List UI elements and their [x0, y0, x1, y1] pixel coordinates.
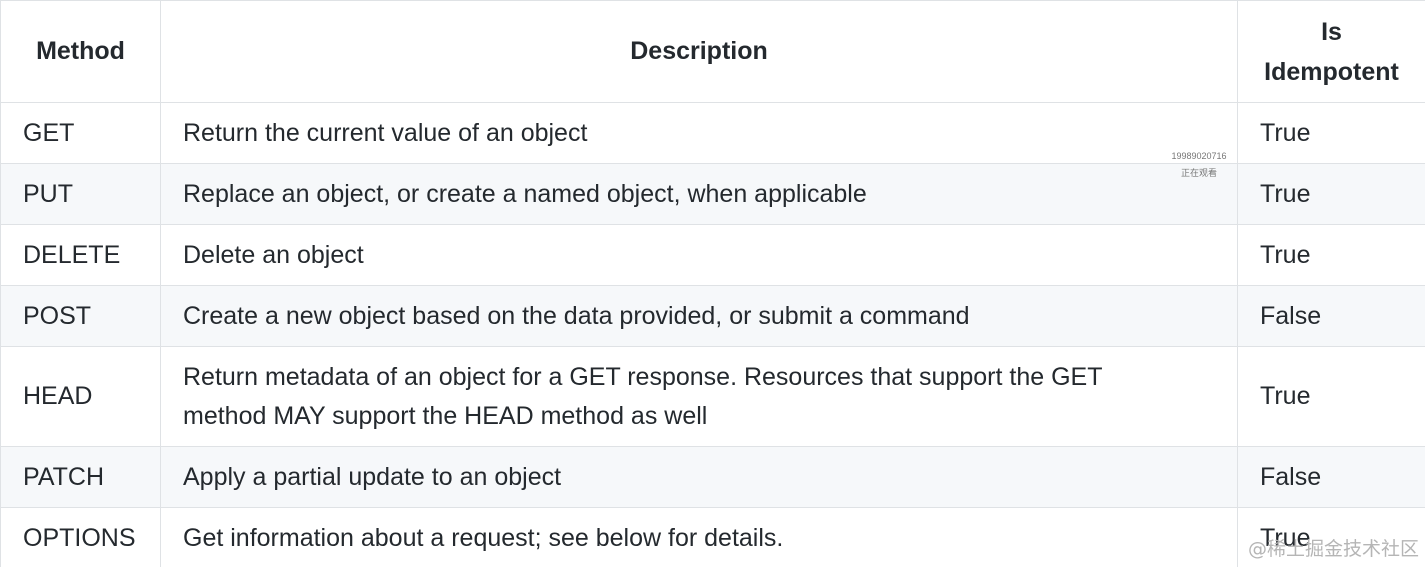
idempotent-cell: True	[1237, 346, 1425, 447]
idempotent-cell: True	[1237, 224, 1425, 286]
idempotent-cell: False	[1237, 446, 1425, 508]
table-row: PATCH Apply a partial update to an objec…	[0, 446, 1425, 508]
table-row: DELETE Delete an object True	[0, 224, 1425, 286]
header-idempotent-line1: Is	[1321, 17, 1342, 46]
description-cell: Create a new object based on the data pr…	[160, 285, 1238, 347]
description-cell: Replace an object, or create a named obj…	[160, 163, 1238, 225]
description-cell: Return the current value of an object	[160, 102, 1238, 164]
method-cell: HEAD	[0, 346, 161, 447]
method-cell: GET	[0, 102, 161, 164]
method-cell: DELETE	[0, 224, 161, 286]
header-idempotent: Is Idempotent	[1237, 0, 1425, 103]
method-cell: OPTIONS	[0, 507, 161, 567]
method-cell: PATCH	[0, 446, 161, 508]
idempotent-cell: True	[1237, 507, 1425, 567]
idempotent-cell: True	[1237, 102, 1425, 164]
header-description: Description	[160, 0, 1238, 103]
viewer-watermark: 19989020716 正在观看	[1160, 148, 1238, 182]
description-line1: Return metadata of an object for a GET r…	[183, 362, 1103, 391]
header-row: Method Description Is Idempotent	[0, 0, 1425, 103]
brand-watermark: @稀土掘金技术社区	[1247, 538, 1419, 560]
table-row: PUT Replace an object, or create a named…	[0, 163, 1425, 225]
description-cell: Delete an object	[160, 224, 1238, 286]
description-line2: method MAY support the HEAD method as we…	[183, 401, 708, 430]
description-cell: Get information about a request; see bel…	[160, 507, 1238, 567]
description-cell: Return metadata of an object for a GET r…	[160, 346, 1238, 447]
viewer-id: 19989020716	[1171, 151, 1227, 161]
header-method: Method	[0, 0, 161, 103]
table-row: GET Return the current value of an objec…	[0, 102, 1425, 164]
method-cell: PUT	[0, 163, 161, 225]
table-row: POST Create a new object based on the da…	[0, 285, 1425, 347]
header-idempotent-line2: Idempotent	[1264, 57, 1399, 86]
viewer-status: 正在观看	[1180, 168, 1217, 178]
table-row: HEAD Return metadata of an object for a …	[0, 346, 1425, 447]
description-cell: Apply a partial update to an object	[160, 446, 1238, 508]
idempotent-cell: False	[1237, 285, 1425, 347]
table-row: OPTIONS Get information about a request;…	[0, 507, 1425, 567]
idempotent-cell: True	[1237, 163, 1425, 225]
method-cell: POST	[0, 285, 161, 347]
